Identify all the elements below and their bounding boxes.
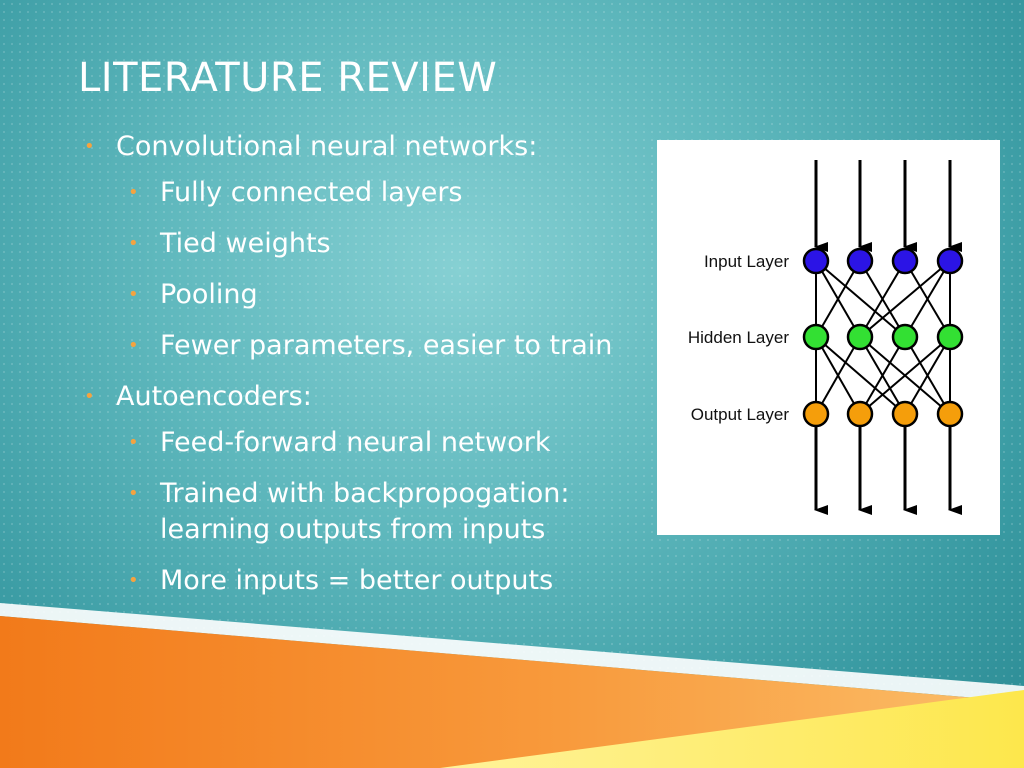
connection-line [859, 260, 951, 338]
output-node [846, 400, 874, 428]
hidden-node [846, 323, 874, 351]
connection-line [815, 260, 906, 338]
bullet-marker: • [128, 432, 139, 453]
layer-nodes [802, 247, 964, 428]
input-layer-label: Input Layer [704, 252, 789, 271]
input-node [936, 247, 964, 275]
connection-line [904, 336, 951, 415]
input-node [802, 247, 830, 275]
connection-lines [815, 260, 951, 415]
connection-line [815, 336, 861, 415]
connection-line [859, 260, 906, 338]
bullet-text: Convolutional neural networks: [116, 131, 538, 162]
bullet-text: Autoencoders: [116, 381, 312, 412]
hidden-node [891, 323, 919, 351]
input-node [846, 247, 874, 275]
bullet-cnn: • Convolutional neural networks: [84, 129, 644, 165]
bullet-marker: • [84, 386, 95, 407]
connection-line [904, 260, 951, 338]
bullet-marker: • [128, 335, 139, 356]
input-node [891, 247, 919, 275]
input-arrows [814, 160, 962, 252]
bullet-marker: • [128, 570, 139, 591]
output-arrows [814, 426, 962, 515]
bullet-marker: • [84, 136, 95, 157]
connection-line [815, 260, 861, 338]
sub-bullet: • Trained with backpropogation: learning… [84, 476, 644, 548]
output-node [802, 400, 830, 428]
sub-bullet: • Fewer parameters, easier to train [84, 328, 644, 364]
sub-bullet: • Fully connected layers [84, 175, 644, 211]
bullet-marker: • [128, 182, 139, 203]
hidden-node [936, 323, 964, 351]
bullet-text: Trained with backpropogation: learning o… [160, 478, 570, 545]
network-diagram: Input Layer Hidden Layer Output Layer [657, 140, 1000, 535]
sub-bullet: • Tied weights [84, 226, 644, 262]
white-band [0, 603, 1024, 702]
output-node [936, 400, 964, 428]
bullet-list: • Convolutional neural networks: • Fully… [84, 124, 644, 614]
bullet-text: Tied weights [160, 228, 331, 259]
hidden-node [802, 323, 830, 351]
bullet-marker: • [128, 233, 139, 254]
output-layer-label: Output Layer [691, 405, 790, 424]
bullet-text: More inputs = better outputs [160, 565, 554, 596]
bullet-marker: • [128, 284, 139, 305]
hidden-layer-label: Hidden Layer [688, 328, 789, 347]
bullet-text: Fewer parameters, easier to train [160, 330, 613, 361]
bullet-marker: • [128, 483, 139, 504]
slide-title: LITERATURE REVIEW [78, 55, 498, 101]
sub-bullet: • More inputs = better outputs [84, 563, 644, 599]
connection-line [859, 336, 951, 415]
bullet-text: Fully connected layers [160, 177, 463, 208]
bullet-text: Feed-forward neural network [160, 427, 551, 458]
connection-line [859, 336, 906, 415]
connection-line [815, 336, 906, 415]
bullet-text: Pooling [160, 279, 258, 310]
sub-bullet: • Feed-forward neural network [84, 425, 644, 461]
network-svg: Input Layer Hidden Layer Output Layer [688, 160, 964, 515]
yellow-band [440, 690, 1024, 768]
output-node [891, 400, 919, 428]
bullet-autoencoders: • Autoencoders: [84, 379, 644, 415]
sub-bullet: • Pooling [84, 277, 644, 313]
